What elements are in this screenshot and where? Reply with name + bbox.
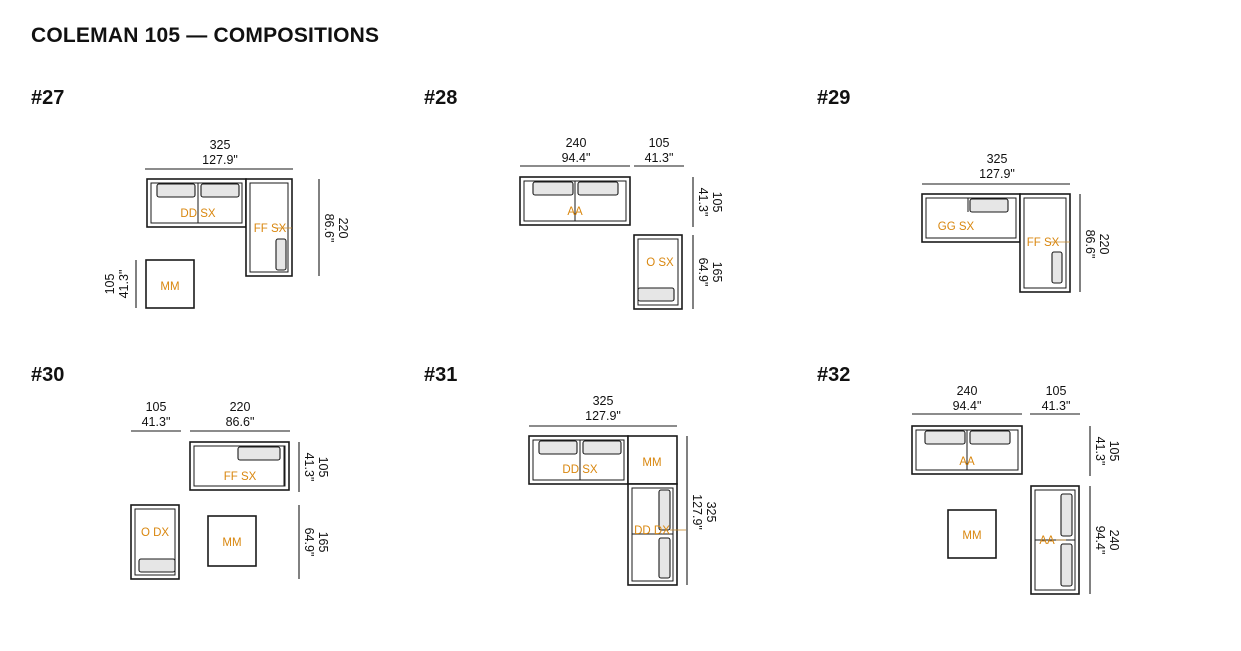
composition-number-28: #28 xyxy=(424,87,458,109)
composition-number-30: #30 xyxy=(31,364,65,386)
module-label: DD DX xyxy=(634,525,670,537)
composition-30: 105 41.3" 220 86.6" FF SX 105 41.3" O DX… xyxy=(130,400,330,580)
module-label: FF SX xyxy=(254,223,287,235)
dim-right2-in: 94.4" xyxy=(1093,526,1107,555)
dim-top-in: 127.9" xyxy=(979,167,1015,181)
dim-right2-cm: 240 xyxy=(1107,530,1121,551)
composition-27: 325 127.9" DD SX FF SX 220 86.6" MM 105 … xyxy=(103,138,350,309)
dim-left-in: 41.3" xyxy=(117,270,131,299)
dim-top1-cm: 240 xyxy=(957,384,978,398)
composition-32: 240 94.4" 105 41.3" AA MM AA 105 41.3" 2… xyxy=(911,384,1121,595)
composition-29: 325 127.9" GG SX FF SX 220 86.6" xyxy=(921,152,1111,293)
dim-right2-in: 64.9" xyxy=(696,258,710,287)
side-cushion xyxy=(1060,543,1073,587)
dim-top2-cm: 105 xyxy=(649,136,670,150)
module-mm xyxy=(947,509,997,559)
composition-31: 325 127.9" DD SX MM DD DX 325 127.9" xyxy=(528,394,718,586)
back-cushion xyxy=(200,183,240,198)
dim-right-in: 86.6" xyxy=(1083,230,1097,259)
module-mm xyxy=(145,259,195,309)
dim-right1-cm: 105 xyxy=(710,192,724,213)
dim-right1-in: 41.3" xyxy=(1093,437,1107,466)
dim-right-in: 127.9" xyxy=(690,494,704,530)
side-cushion xyxy=(275,238,287,271)
dim-top2-in: 41.3" xyxy=(645,151,674,165)
module-label: FF SX xyxy=(224,471,257,483)
back-cushion xyxy=(924,430,966,445)
module-ff-sx xyxy=(245,178,293,277)
dim-right-cm: 325 xyxy=(704,502,718,523)
dim-right-in: 86.6" xyxy=(322,214,336,243)
seat-outline xyxy=(1023,197,1067,289)
seat-outline xyxy=(150,182,243,224)
seat-outline xyxy=(532,439,625,481)
module-label: GG SX xyxy=(938,221,975,233)
module-label: MM xyxy=(222,537,241,549)
composition-number-32: #32 xyxy=(817,364,851,386)
module-mm xyxy=(207,515,257,567)
back-cushion xyxy=(969,430,1011,445)
dim-top2-cm: 105 xyxy=(1046,384,1067,398)
back-cushion xyxy=(969,198,1009,213)
back-cushion xyxy=(138,558,176,573)
dim-top1-in: 94.4" xyxy=(562,151,591,165)
page-title: COLEMAN 105 — COMPOSITIONS xyxy=(31,24,380,47)
module-label: MM xyxy=(962,530,981,542)
module-label: O SX xyxy=(646,257,674,269)
side-cushion xyxy=(1051,251,1063,284)
dim-top2-cm: 220 xyxy=(230,400,251,414)
module-label: AA xyxy=(567,206,583,218)
dim-top2-in: 86.6" xyxy=(226,415,255,429)
dim-left-cm: 105 xyxy=(103,274,117,295)
module-label: MM xyxy=(642,457,661,469)
module-mm xyxy=(627,435,678,485)
seat-outline xyxy=(134,508,176,576)
dim-top-cm: 325 xyxy=(593,394,614,408)
dim-right2-cm: 165 xyxy=(710,262,724,283)
dim-top1-in: 41.3" xyxy=(142,415,171,429)
back-cushion xyxy=(532,181,574,196)
seat-outline xyxy=(193,445,286,487)
back-cushion xyxy=(538,440,578,455)
composition-28: 240 94.4" 105 41.3" AA O SX 105 41.3" 16… xyxy=(519,136,724,310)
dim-top-cm: 325 xyxy=(210,138,231,152)
dim-top-cm: 325 xyxy=(987,152,1008,166)
module-label: O DX xyxy=(141,527,169,539)
dim-top-in: 127.9" xyxy=(585,409,621,423)
dim-right1-in: 41.3" xyxy=(302,453,316,482)
composition-number-31: #31 xyxy=(424,364,458,386)
back-cushion xyxy=(637,287,675,302)
back-cushion xyxy=(156,183,196,198)
dim-top1-in: 94.4" xyxy=(953,399,982,413)
composition-number-27: #27 xyxy=(31,87,65,109)
back-cushion xyxy=(237,446,281,461)
seat-outline xyxy=(925,197,1017,239)
back-cushion xyxy=(582,440,622,455)
dim-right1-cm: 105 xyxy=(316,457,330,478)
dim-right-cm: 220 xyxy=(336,218,350,239)
dim-right2-in: 64.9" xyxy=(302,528,316,557)
module-label: FF SX xyxy=(1027,237,1060,249)
dim-top-in: 127.9" xyxy=(202,153,238,167)
module-label: AA xyxy=(959,456,975,468)
side-cushion xyxy=(658,489,671,531)
module-label: DD SX xyxy=(562,464,597,476)
module-label: DD SX xyxy=(180,208,215,220)
dim-right-cm: 220 xyxy=(1097,234,1111,255)
dim-top1-cm: 240 xyxy=(566,136,587,150)
back-cushion xyxy=(577,181,619,196)
seat-outline xyxy=(637,238,679,306)
module-label: MM xyxy=(160,281,179,293)
dim-right1-cm: 105 xyxy=(1107,441,1121,462)
side-cushion xyxy=(1060,493,1073,537)
dim-top2-in: 41.3" xyxy=(1042,399,1071,413)
seat-outline xyxy=(249,182,289,273)
side-cushion xyxy=(658,537,671,579)
module-label: AA xyxy=(1039,535,1055,547)
dim-top1-cm: 105 xyxy=(146,400,167,414)
composition-number-29: #29 xyxy=(817,87,851,109)
dim-right2-cm: 165 xyxy=(316,532,330,553)
dim-right1-in: 41.3" xyxy=(696,188,710,217)
